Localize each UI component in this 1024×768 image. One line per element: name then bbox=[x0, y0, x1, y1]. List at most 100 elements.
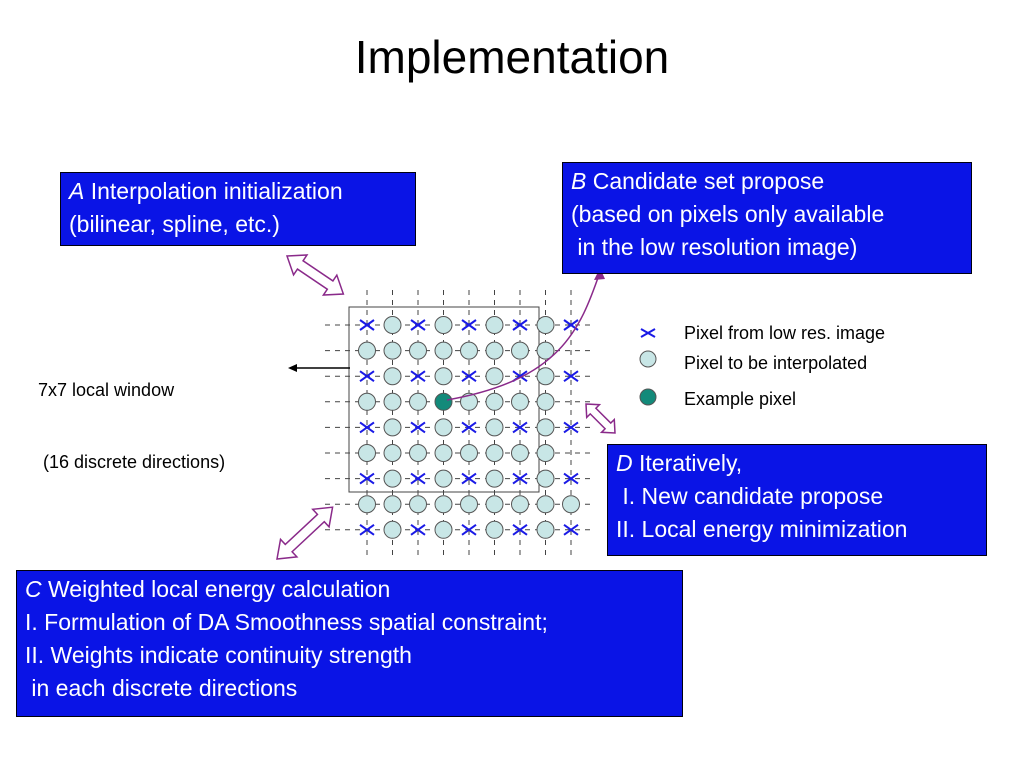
page-title: Implementation bbox=[354, 31, 670, 83]
box-a-letter: A bbox=[69, 178, 85, 204]
low-res-pixel-cross bbox=[461, 421, 477, 434]
low-res-pixel-cross bbox=[563, 472, 579, 485]
interp-pixel-circle bbox=[460, 341, 478, 360]
interp-pixel-circle bbox=[434, 367, 453, 386]
interp-pixel-circle bbox=[511, 444, 529, 462]
low-res-pixel-cross bbox=[512, 523, 528, 536]
interp-pixel-circle bbox=[536, 392, 555, 411]
box-d-letter: D bbox=[616, 450, 633, 476]
curve-arrowhead bbox=[594, 268, 605, 280]
interp-pixel-circle bbox=[536, 469, 555, 488]
low-res-pixel-cross bbox=[359, 319, 375, 331]
box-a-line2: (bilinear, spline, etc.) bbox=[69, 211, 280, 237]
low-res-pixel-cross bbox=[410, 319, 426, 331]
box-a: A Interpolation initialization (bilinear… bbox=[60, 172, 416, 246]
low-res-pixel-cross bbox=[563, 370, 579, 383]
interp-pixel-circle bbox=[485, 469, 504, 488]
box-b-line1: Candidate set propose bbox=[586, 168, 825, 194]
box-c: C Weighted local energy calculation I. F… bbox=[16, 570, 683, 717]
double-arrow-a bbox=[285, 254, 345, 296]
box-b-letter: B bbox=[571, 168, 587, 194]
interp-pixel-circle bbox=[409, 495, 427, 514]
interp-pixel-circle bbox=[434, 444, 453, 462]
interp-pixel-circle bbox=[434, 418, 453, 437]
low-res-pixel-cross bbox=[461, 472, 477, 485]
interp-pixel-circle bbox=[536, 418, 555, 437]
example-pixel-circle bbox=[434, 392, 453, 411]
box-c-line3: II. Weights indicate continuity strength bbox=[25, 642, 412, 668]
grid-marks bbox=[358, 316, 580, 539]
low-res-pixel-cross bbox=[359, 472, 375, 485]
low-res-pixel-cross bbox=[410, 523, 426, 536]
interp-pixel-circle bbox=[485, 520, 504, 539]
low-res-pixel-cross bbox=[359, 421, 375, 434]
interp-pixel-circle bbox=[409, 341, 427, 360]
box-c-line2: I. Formulation of DA Smoothness spatial … bbox=[25, 609, 548, 635]
box-b-line2: (based on pixels only available bbox=[571, 201, 885, 227]
interp-pixel-circle bbox=[383, 418, 402, 437]
box-c-letter: C bbox=[25, 576, 42, 602]
curve-to-box-b bbox=[446, 271, 601, 401]
interp-pixel-circle bbox=[536, 341, 555, 360]
low-res-pixel-cross bbox=[461, 370, 477, 383]
interp-pixel-circle bbox=[536, 520, 555, 539]
interp-pixel-circle bbox=[383, 495, 402, 514]
box-b: B Candidate set propose (based on pixels… bbox=[562, 162, 972, 274]
interp-pixel-circle bbox=[358, 495, 376, 514]
legend-cross bbox=[640, 328, 656, 338]
box-b-line3: in the low resolution image) bbox=[571, 234, 858, 260]
low-res-pixel-cross bbox=[410, 421, 426, 434]
legend-circle bbox=[639, 350, 657, 368]
legend-low-res: Pixel from low res. image bbox=[684, 323, 886, 343]
low-res-pixel-cross bbox=[410, 472, 426, 485]
window-label-line2: (16 discrete directions) bbox=[38, 452, 226, 472]
low-res-pixel-cross bbox=[410, 370, 426, 383]
interp-pixel-circle bbox=[536, 367, 555, 386]
low-res-pixel-cross bbox=[359, 370, 375, 383]
low-res-pixel-cross bbox=[461, 319, 477, 331]
interp-pixel-circle bbox=[511, 392, 529, 411]
window-label: 7x7 local window (16 discrete directions… bbox=[38, 330, 225, 498]
box-c-line1: Weighted local energy calculation bbox=[41, 576, 391, 602]
interp-pixel-circle bbox=[383, 520, 402, 539]
box-a-line1: Interpolation initialization bbox=[84, 178, 343, 204]
interp-pixel-circle bbox=[409, 444, 427, 462]
box-d-line2: I. New candidate propose bbox=[616, 483, 884, 509]
interp-pixel-circle bbox=[536, 495, 555, 514]
interp-pixel-circle bbox=[536, 316, 555, 334]
legend-example-circle bbox=[639, 388, 657, 406]
legend-example: Example pixel bbox=[684, 389, 797, 409]
interp-pixel-circle bbox=[434, 341, 453, 360]
interp-pixel-circle bbox=[434, 469, 453, 488]
interp-pixel-circle bbox=[358, 444, 376, 462]
box-c-line4: in each discrete directions bbox=[25, 675, 298, 701]
interp-pixel-circle bbox=[383, 341, 402, 360]
interp-pixel-circle bbox=[460, 444, 478, 462]
interp-pixel-circle bbox=[434, 316, 453, 334]
interp-pixel-circle bbox=[485, 495, 504, 514]
grid-lines bbox=[325, 290, 595, 555]
interp-pixel-circle bbox=[383, 316, 402, 334]
low-res-pixel-cross bbox=[512, 421, 528, 434]
interp-pixel-circle bbox=[434, 495, 453, 514]
box-d: D Iteratively, I. New candidate propose … bbox=[607, 444, 987, 556]
interp-pixel-circle bbox=[485, 316, 504, 334]
interp-pixel-circle bbox=[460, 392, 478, 411]
legend-to-interp: Pixel to be interpolated bbox=[684, 353, 868, 373]
low-res-pixel-cross bbox=[512, 319, 528, 331]
low-res-pixel-cross bbox=[512, 472, 528, 485]
double-arrow-d bbox=[585, 403, 616, 434]
interp-pixel-circle bbox=[383, 469, 402, 488]
interp-pixel-circle bbox=[409, 392, 427, 411]
interp-pixel-circle bbox=[383, 444, 402, 462]
box-d-line1: Iteratively, bbox=[632, 450, 743, 476]
interp-pixel-circle bbox=[434, 520, 453, 539]
interp-pixel-circle bbox=[485, 341, 504, 360]
window-label-line1: 7x7 local window bbox=[38, 380, 175, 400]
interp-pixel-circle bbox=[485, 392, 504, 411]
interp-pixel-circle bbox=[460, 495, 478, 514]
interp-pixel-circle bbox=[358, 392, 376, 411]
low-res-pixel-cross bbox=[359, 523, 375, 536]
interp-pixel-circle bbox=[511, 341, 529, 360]
